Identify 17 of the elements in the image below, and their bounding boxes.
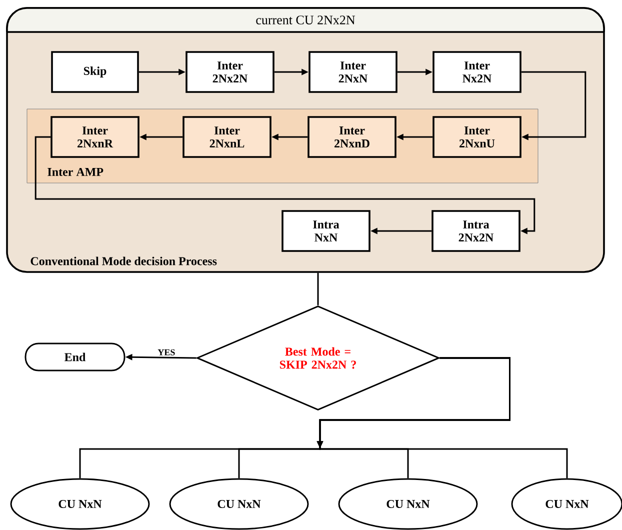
process-box: Inter 2Nx2N — [186, 51, 274, 93]
band-label: Inter AMP — [48, 168, 104, 176]
process-box: Inter 2NxnD — [308, 116, 396, 158]
process-box: Intra 2Nx2N — [432, 210, 520, 252]
terminal-box: End — [24, 342, 126, 372]
container-caption: Conventional Mode decision Process — [30, 256, 217, 266]
arrow — [34, 136, 536, 234]
process-box: Inter Nx2N — [432, 51, 522, 93]
arrow — [521, 71, 586, 140]
container-title: current CU 2Nx2N — [256, 16, 356, 24]
process-box: Inter 2NxnR — [50, 116, 140, 158]
process-box: Inter 2NxnL — [182, 116, 272, 158]
process-box: Intra NxN — [282, 210, 370, 252]
process-box: Inter 2NxnU — [432, 116, 522, 158]
process-box: Inter 2NxN — [308, 51, 398, 93]
process-box: Skip — [51, 51, 139, 93]
edge-label: YES — [156, 348, 176, 356]
